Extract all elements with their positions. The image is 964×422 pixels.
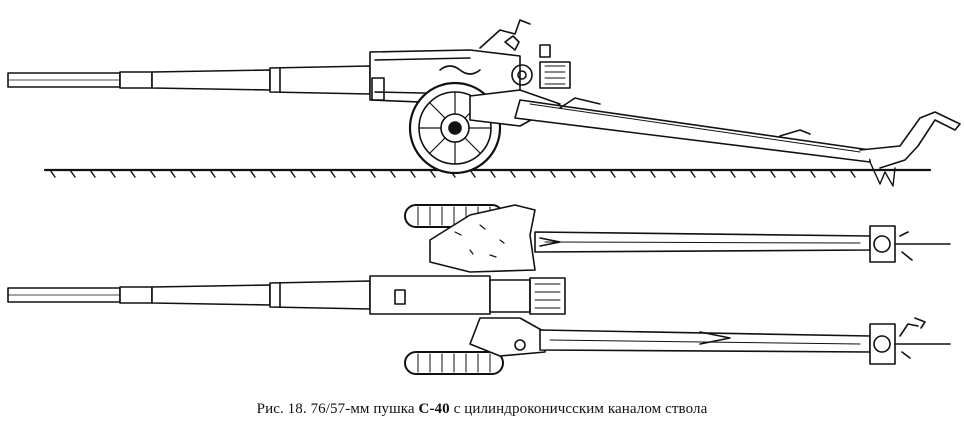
trail-leg-upper bbox=[534, 225, 951, 263]
side-view-drawing bbox=[7, 19, 961, 187]
breech-side bbox=[369, 19, 571, 105]
caption-suffix: с цилиндроконичсским каналом ствола bbox=[449, 401, 708, 417]
figure-caption: Рис. 18. 76/57-мм пушка С-40 с цилиндрок… bbox=[0, 398, 964, 420]
gun-drawing bbox=[7, 19, 961, 375]
top-view-drawing bbox=[7, 204, 951, 375]
caption-prefix: Рис. 18. 76/57-мм пушка bbox=[256, 401, 419, 417]
caption-model: С-40 bbox=[418, 401, 450, 417]
breech-top bbox=[369, 275, 566, 357]
barrel-side bbox=[7, 65, 371, 95]
trail-leg-lower bbox=[539, 317, 951, 365]
ground-line bbox=[43, 168, 932, 178]
barrel-top bbox=[7, 280, 371, 310]
wheel-top-lower bbox=[404, 351, 504, 375]
shield-top bbox=[429, 204, 536, 273]
trail-side bbox=[514, 97, 961, 187]
